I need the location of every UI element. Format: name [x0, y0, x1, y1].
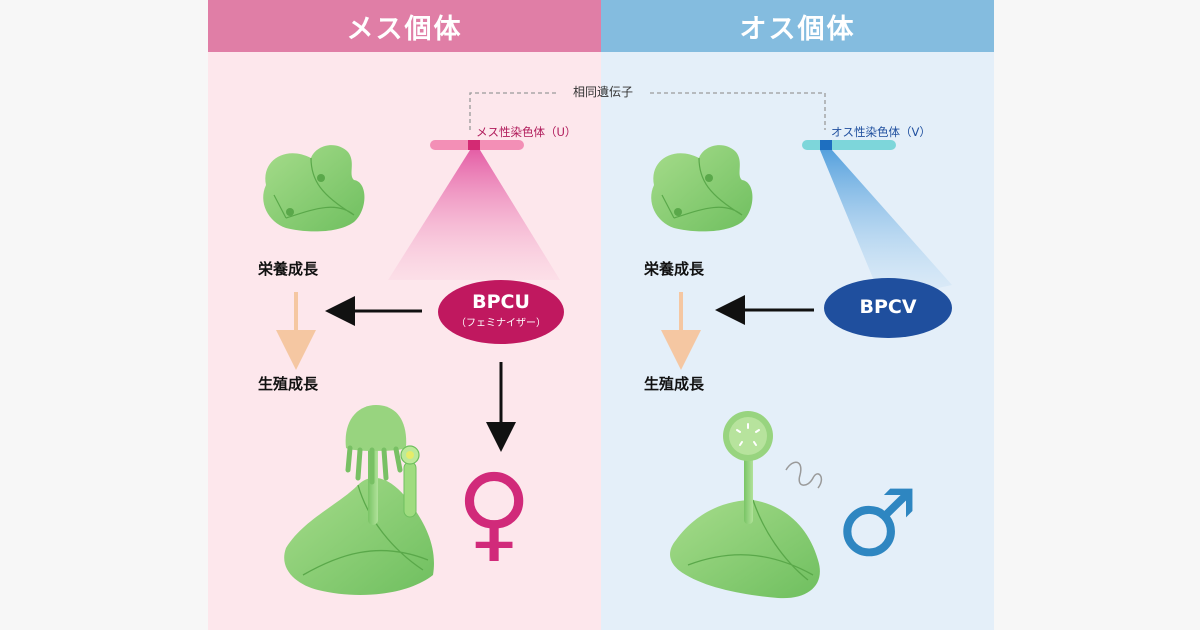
male-symbol: ♂ [836, 470, 919, 577]
male-header: オス個体 [601, 0, 994, 52]
female-header: メス個体 [208, 0, 601, 52]
male-thallus-leaf [651, 145, 753, 232]
diagram: メス個体 オス個体 [208, 0, 994, 630]
bpcu-label: BPCU [472, 291, 530, 313]
bpcv-label: BPCV [859, 296, 917, 318]
bpcv-ellipse [824, 278, 952, 338]
diagram-graphics [263, 92, 952, 599]
male-plant-illustration [670, 411, 823, 599]
homologous-gene-label: 相同遺伝子 [572, 85, 633, 99]
homolog-bracket [469, 92, 826, 130]
male-expression-beam [820, 150, 952, 300]
female-symbol: ♀ [456, 451, 533, 573]
bpcu-sublabel: （フェミナイザー） [456, 318, 546, 329]
female-thallus-leaf [263, 145, 365, 232]
female-expression-beam [388, 150, 560, 280]
bpcu-ellipse [438, 280, 564, 344]
male-chromosome-bar [802, 140, 896, 150]
female-chromosome-bar [430, 140, 524, 150]
male-vegetative-label: 栄養成長 [644, 260, 705, 278]
female-chromosome-label: メス性染色体（U） [476, 125, 577, 139]
male-reproductive-label: 生殖成長 [644, 375, 705, 393]
male-chromosome-label: オス性染色体（V） [831, 125, 931, 139]
female-vegetative-label: 栄養成長 [258, 260, 319, 278]
female-reproductive-label: 生殖成長 [258, 375, 319, 393]
female-plant-illustration [284, 405, 434, 595]
